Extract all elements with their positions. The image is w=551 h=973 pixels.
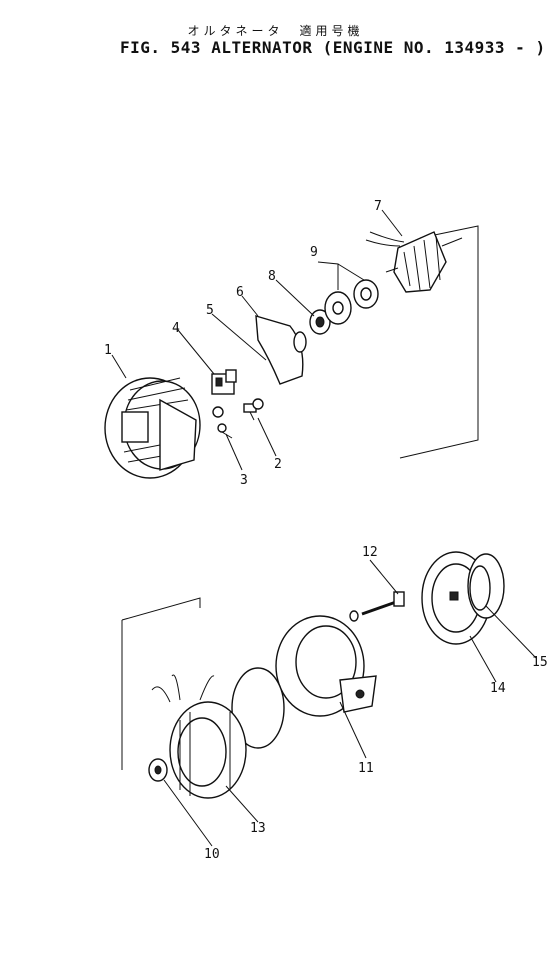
callout-12: 12 <box>362 545 378 560</box>
callout-8: 8 <box>268 269 276 284</box>
callout-5: 5 <box>206 303 214 318</box>
part-8-bearing <box>309 309 331 335</box>
part-15-pulley <box>467 553 505 619</box>
callout-10: 10 <box>204 847 220 862</box>
lower-assembly-frame <box>121 597 201 621</box>
part-10-bearing <box>148 758 168 782</box>
part-13-stator <box>151 674 247 799</box>
o-ring <box>231 667 285 749</box>
callout-14: 14 <box>490 681 506 696</box>
part-12-bolt <box>349 591 405 622</box>
callout-13: 13 <box>250 821 266 836</box>
title-english: FIG. 543 ALTERNATOR (ENGINE NO. 134933 -… <box>120 38 546 57</box>
callout-2: 2 <box>274 457 282 472</box>
callout-9: 9 <box>310 245 318 260</box>
part-4-brush-holder <box>211 369 237 395</box>
part-11-front-housing <box>275 615 377 717</box>
part-6-cover-plate <box>255 315 307 385</box>
part-9-spacers <box>324 279 379 325</box>
callout-11: 11 <box>358 761 374 776</box>
part-2-terminal <box>243 398 264 421</box>
part-3-screw <box>212 406 233 439</box>
callout-1: 1 <box>104 343 112 358</box>
upper-assembly-frame <box>399 225 479 459</box>
callout-15: 15 <box>532 655 548 670</box>
part-1-rear-housing <box>104 377 201 479</box>
leader-lines <box>111 209 537 847</box>
title-japanese: オルタネータ 適用号機 <box>187 24 364 38</box>
callout-7: 7 <box>374 199 382 214</box>
part-7-rotor <box>365 231 463 293</box>
callout-4: 4 <box>172 321 180 336</box>
callout-3: 3 <box>240 473 248 488</box>
callout-6: 6 <box>236 285 244 300</box>
